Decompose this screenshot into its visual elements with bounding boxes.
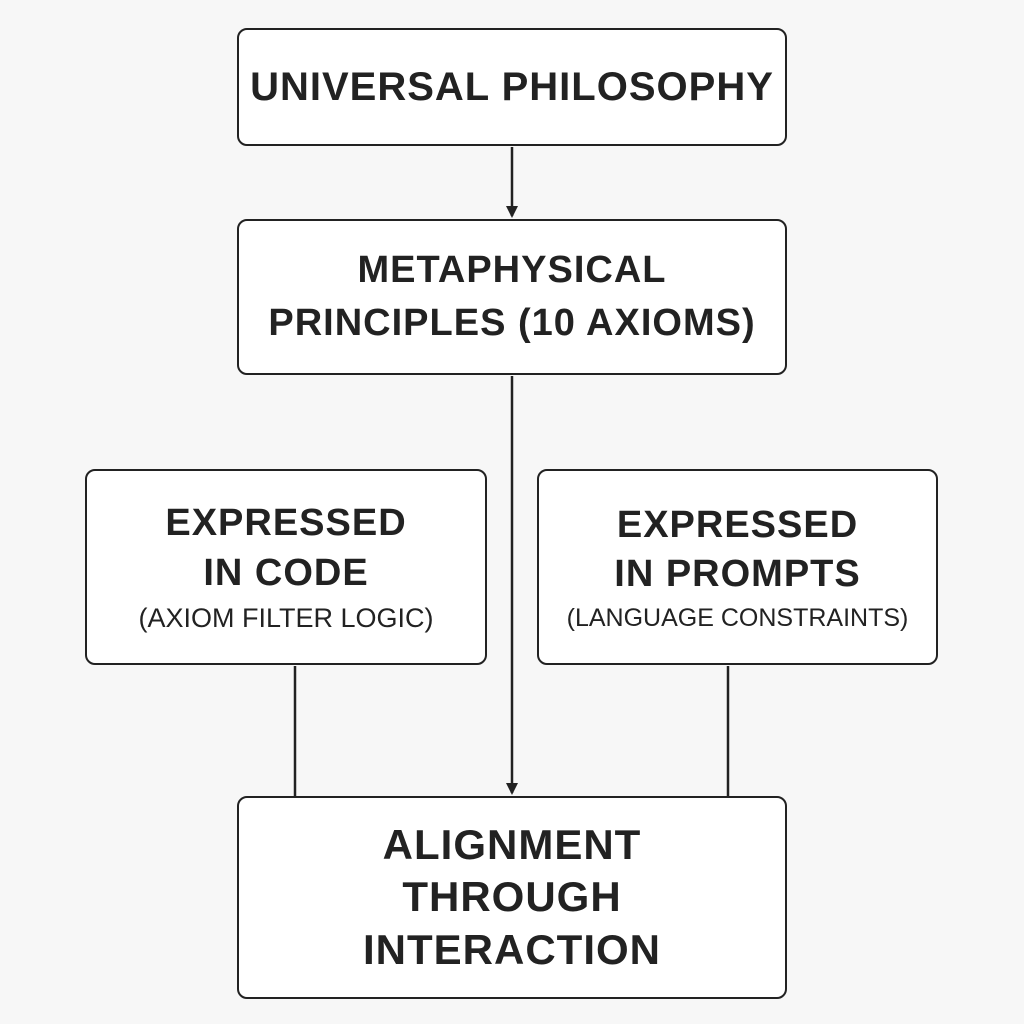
title-line: METAPHYSICAL	[357, 248, 667, 291]
node-title: METAPHYSICAL PRINCIPLES (10 AXIOMS)	[268, 244, 755, 350]
title-line: UNIVERSAL PHILOSOPHY	[250, 65, 774, 109]
title-line: ALIGNMENT	[382, 820, 642, 868]
node-expressed-in-prompts: EXPRESSED IN PROMPTS (LANGUAGE CONSTRAIN…	[537, 469, 938, 665]
node-title: EXPRESSED IN CODE	[165, 499, 406, 598]
node-subtitle: (LANGUAGE CONSTRAINTS)	[566, 604, 909, 633]
title-line: EXPRESSED	[165, 502, 407, 545]
node-title: ALIGNMENT THROUGH INTERACTION	[363, 819, 661, 977]
node-metaphysical-principles: METAPHYSICAL PRINCIPLES (10 AXIOMS)	[237, 219, 787, 375]
title-line: THROUGH	[402, 873, 622, 921]
node-alignment-through-interaction: ALIGNMENT THROUGH INTERACTION	[237, 796, 787, 999]
title-line: IN CODE	[203, 551, 369, 594]
node-universal-philosophy: UNIVERSAL PHILOSOPHY	[237, 28, 787, 146]
node-subtitle: (AXIOM FILTER LOGIC)	[138, 603, 434, 634]
title-line: EXPRESSED	[616, 503, 859, 546]
title-line: INTERACTION	[363, 925, 661, 973]
title-line: PRINCIPLES (10 AXIOMS)	[268, 302, 756, 344]
node-title: EXPRESSED IN PROMPTS	[614, 501, 860, 600]
node-title: UNIVERSAL PHILOSOPHY	[250, 63, 774, 111]
title-line: IN PROMPTS	[614, 553, 861, 595]
node-expressed-in-code: EXPRESSED IN CODE (AXIOM FILTER LOGIC)	[85, 469, 487, 665]
